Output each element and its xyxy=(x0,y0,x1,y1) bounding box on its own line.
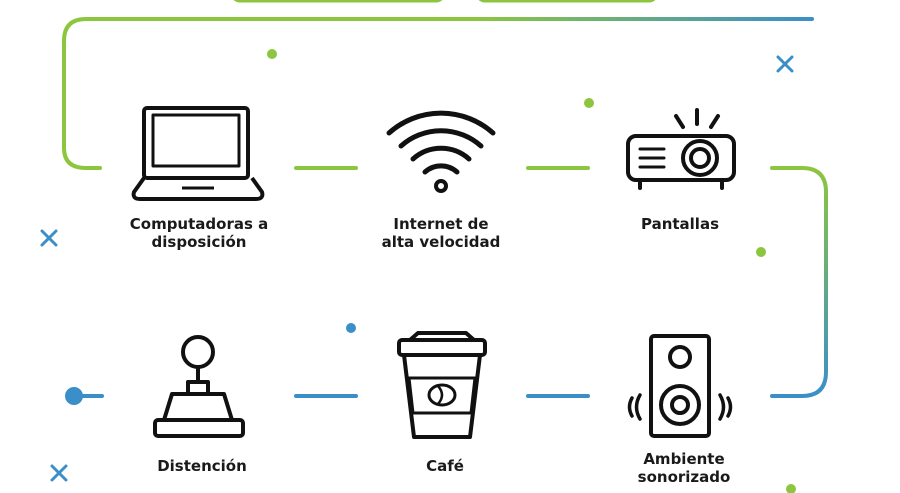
decor-dot xyxy=(267,49,277,59)
label-internet-line1: Internet de xyxy=(393,215,489,233)
label-sound-line2: sonorizado xyxy=(637,468,731,486)
label-computers-line1: Computadoras a xyxy=(129,215,269,233)
label-internet-line2: alta velocidad xyxy=(381,233,501,251)
flow-line-right xyxy=(770,166,828,398)
decor-dot xyxy=(584,98,594,108)
decor-cross-icon xyxy=(776,55,794,73)
decor-dot xyxy=(346,323,356,333)
label-sound-line1: Ambiente xyxy=(643,450,725,468)
decor-cross-icon xyxy=(40,229,58,247)
decor-cross-icon xyxy=(50,464,68,482)
top-box-left xyxy=(233,0,443,3)
label-screens: Pantallas xyxy=(641,215,719,233)
label-distraction-line1: Distención xyxy=(157,457,247,475)
speaker-icon xyxy=(627,334,733,438)
projector-icon xyxy=(626,108,736,190)
flow-line-top xyxy=(62,17,814,170)
label-screens-line1: Pantallas xyxy=(640,215,720,233)
flow-end-dot xyxy=(65,387,83,405)
coffee-cup-icon xyxy=(397,331,487,439)
laptop-icon xyxy=(131,106,265,201)
label-coffee-line1: Café xyxy=(426,457,464,475)
label-computers: Computadoras a disposición xyxy=(130,215,269,251)
decor-dot xyxy=(756,247,766,257)
label-computers-line2: disposición xyxy=(151,233,247,251)
joystick-icon xyxy=(153,335,245,438)
label-coffee: Café xyxy=(426,457,464,475)
label-internet: Internet de alta velocidad xyxy=(382,215,501,251)
label-sound: Ambiente sonorizado xyxy=(638,450,731,486)
top-box-right xyxy=(478,0,656,3)
label-distraction: Distención xyxy=(157,457,247,475)
wifi-icon xyxy=(386,110,496,193)
decor-dot xyxy=(786,484,796,493)
